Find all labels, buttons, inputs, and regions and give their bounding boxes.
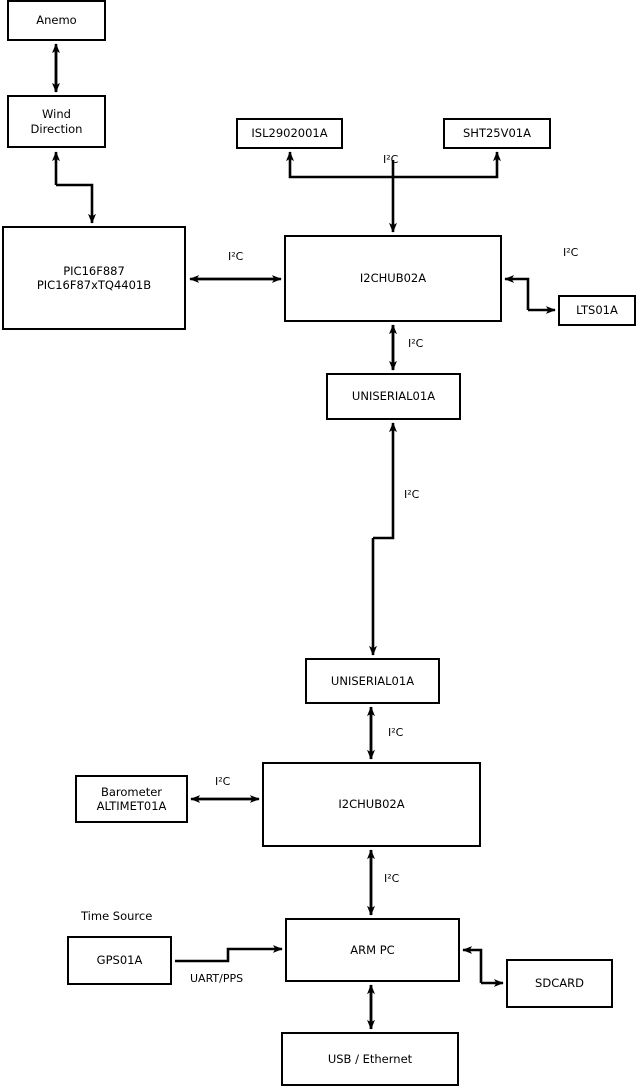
node-wind-direction[interactable]: Wind Direction	[7, 95, 106, 148]
edge-label-i2c-hub2-armpc: I²C	[384, 872, 400, 885]
label-time-source: Time Source	[81, 909, 153, 923]
edge-label-i2c-sensors-hub: I²C	[383, 153, 399, 166]
edge-label-i2c-barometer-hub2: I²C	[215, 775, 231, 788]
node-i2chub02a-top[interactable]: I2CHUB02A	[284, 235, 502, 322]
node-uniserial01a-lower-label: UNISERIAL01A	[330, 673, 415, 688]
node-barometer[interactable]: Barometer ALTIMET01A	[75, 775, 188, 823]
node-wind-direction-label: Wind Direction	[30, 107, 83, 136]
node-anemo[interactable]: Anemo	[7, 0, 106, 41]
edge-label-uart-pps: UART/PPS	[190, 972, 244, 985]
edge-label-i2c-hub-lts: I²C	[563, 246, 579, 259]
node-gps01a[interactable]: GPS01A	[67, 936, 172, 985]
node-sht25v01a-label: SHT25V01A	[463, 126, 531, 141]
node-barometer-label: Barometer ALTIMET01A	[96, 784, 167, 813]
edge-label-i2c-uniserial-uniserial: I²C	[404, 488, 420, 501]
connector-gps-arm	[175, 945, 283, 963]
edge-label-i2c-hub-uniserial: I²C	[408, 337, 424, 350]
node-uniserial01a-lower[interactable]: UNISERIAL01A	[305, 658, 440, 704]
node-sdcard-label: SDCARD	[535, 976, 584, 991]
node-sdcard[interactable]: SDCARD	[506, 959, 613, 1008]
connector-hub-isl-up	[286, 151, 393, 179]
connector-sdcard-arm-left	[462, 946, 483, 983]
node-i2chub02a-bottom-label: I2CHUB02A	[338, 797, 405, 812]
node-usb-ethernet-label: USB / Ethernet	[327, 1051, 413, 1066]
edge-label-i2c-uniserial-hub2: I²C	[388, 726, 404, 739]
node-usb-ethernet[interactable]: USB / Ethernet	[281, 1032, 459, 1086]
connector-lts-hub-left	[504, 275, 530, 310]
connector-wind-pic-down	[56, 183, 96, 224]
edge-label-i2c-pic-hub: I²C	[228, 250, 244, 263]
node-pic-microcontroller-label: PIC16F887 PIC16F87xTQ4401B	[36, 263, 152, 292]
node-isl2902001a-label: ISL2902001A	[251, 126, 328, 141]
node-uniserial01a-upper[interactable]: UNISERIAL01A	[326, 373, 461, 420]
connector-uni2-uni1-up	[373, 422, 397, 540]
node-anemo-label: Anemo	[36, 13, 77, 28]
node-isl2902001a[interactable]: ISL2902001A	[236, 118, 343, 149]
node-pic-microcontroller[interactable]: PIC16F887 PIC16F87xTQ4401B	[2, 226, 186, 330]
node-lts01a-label: LTS01A	[576, 303, 618, 318]
node-i2chub02a-top-label: I2CHUB02A	[359, 271, 427, 286]
node-uniserial01a-upper-label: UNISERIAL01A	[351, 389, 436, 404]
node-arm-pc-label: ARM PC	[350, 942, 395, 957]
node-sht25v01a[interactable]: SHT25V01A	[443, 118, 551, 149]
connector-hub-sht-up	[393, 151, 501, 179]
node-gps01a-label: GPS01A	[96, 953, 143, 968]
node-i2chub02a-bottom[interactable]: I2CHUB02A	[262, 762, 481, 847]
node-lts01a[interactable]: LTS01A	[558, 295, 636, 326]
node-arm-pc[interactable]: ARM PC	[285, 918, 460, 982]
